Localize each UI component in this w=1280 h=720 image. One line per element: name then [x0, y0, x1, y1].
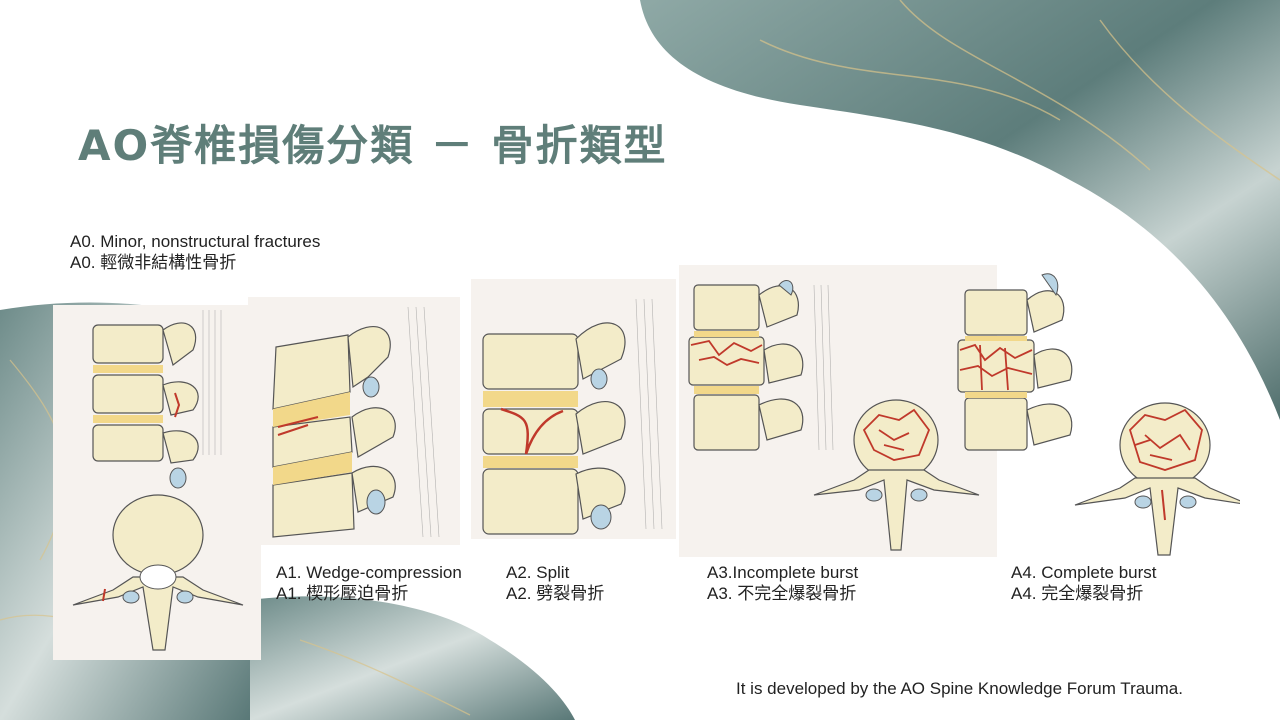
caption-a2-en: A2. Split [506, 563, 570, 582]
caption-a3-en: A3.Incomplete burst [707, 563, 859, 582]
caption-a0-zh: A0. 輕微非結構性骨折 [70, 253, 237, 272]
caption-a3: A3.Incomplete burst A3. 不完全爆裂骨折 [707, 562, 858, 604]
figure-a1 [248, 297, 460, 545]
figure-a0 [53, 305, 261, 660]
figure-a2 [471, 279, 676, 539]
figure-a4 [950, 270, 1251, 560]
caption-a4: A4. Complete burst A4. 完全爆裂骨折 [1011, 562, 1157, 604]
caption-a2: A2. Split A2. 劈裂骨折 [506, 562, 604, 604]
caption-a1: A1. Wedge-compression A1. 楔形壓迫骨折 [276, 562, 462, 604]
caption-a4-zh: A4. 完全爆裂骨折 [1011, 584, 1144, 603]
slide-title: AO脊椎損傷分類 － 骨折類型 [78, 121, 668, 170]
caption-a1-zh: A1. 楔形壓迫骨折 [276, 584, 409, 603]
caption-a3-zh: A3. 不完全爆裂骨折 [707, 584, 857, 603]
caption-a0: A0. Minor, nonstructural fractures A0. 輕… [70, 231, 320, 273]
caption-a4-en: A4. Complete burst [1011, 563, 1157, 582]
caption-a0-en: A0. Minor, nonstructural fractures [70, 232, 321, 251]
credit-footer: It is developed by the AO Spine Knowledg… [736, 679, 1183, 698]
caption-a1-en: A1. Wedge-compression [276, 563, 462, 582]
caption-a2-zh: A2. 劈裂骨折 [506, 584, 605, 603]
figure-a3 [679, 265, 997, 557]
